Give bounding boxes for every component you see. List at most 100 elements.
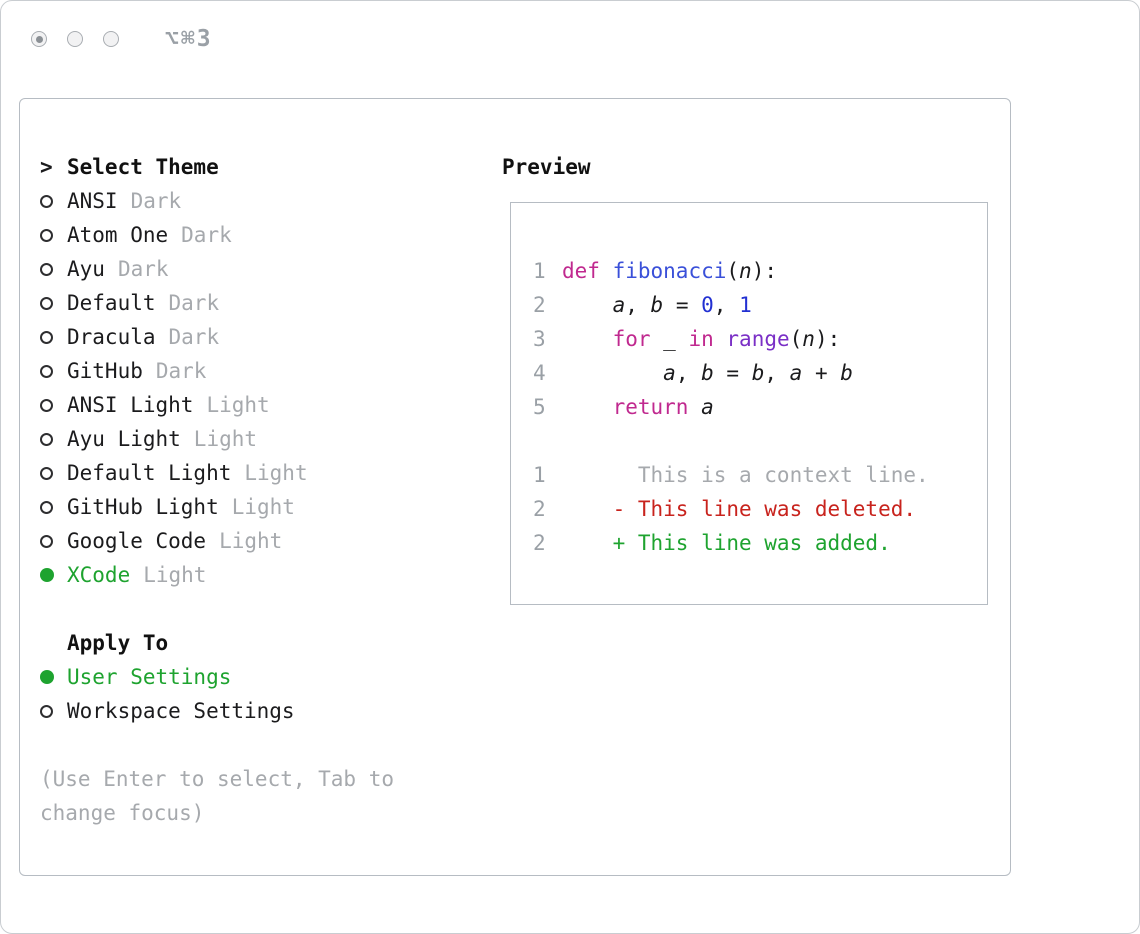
theme-option-label: Dracula [67,325,156,349]
theme-option-label: ANSI [67,189,118,213]
theme-option-label: Ayu Light [67,427,181,451]
preview-line: 4 a, b = b, a + b [533,356,987,390]
code-token: , [764,361,790,385]
code-token: def [562,259,600,283]
hint-text: (Use Enter to select, Tab to change focu… [40,767,395,825]
code-token: b [751,361,765,385]
radio-selected-icon [40,568,54,582]
theme-variant-tag: Light [219,529,283,553]
code-token: b [650,293,664,317]
code-token: b [840,361,853,385]
theme-option-google-code[interactable]: Google Code Light [40,524,440,558]
preview-line: 2 - This line was deleted. [533,492,987,526]
theme-option-label: Default [67,291,156,315]
radio-unselected-icon [40,398,53,412]
theme-variant-tag: Light [193,427,258,451]
theme-variant-tag: Light [244,461,308,485]
radio-unselected-icon [40,194,53,208]
radio-unselected-icon [40,364,53,378]
code-token: n [802,327,815,351]
theme-option-github[interactable]: GitHub Dark [40,354,440,388]
code-token: a [789,361,803,385]
select-theme-heading: Select Theme [67,155,219,179]
preview-line: 3 for _ in range(n): [533,322,987,356]
titlebar: ⌥⌘3 [31,23,213,55]
apply-to-heading: Apply To [67,631,169,655]
preview-line: 1 This is a context line. [533,458,987,492]
theme-option-label: Default Light [67,461,232,485]
select-theme-heading-row: > Select Theme [40,150,440,184]
theme-variant-tag: Dark [155,359,207,383]
line-number: 2 [533,293,546,317]
theme-option-label: Google Code [67,529,207,553]
code-token [562,327,613,351]
radio-unselected-icon [40,296,53,310]
theme-option-label: Atom One [67,223,169,247]
window-zoom-button[interactable] [103,31,119,47]
preview-heading: Preview [502,155,591,179]
theme-option-label: GitHub [67,359,143,383]
theme-variant-tag: Dark [181,223,232,247]
code-token: + [802,361,841,385]
code-token: n [739,259,752,283]
theme-option-label: GitHub Light [67,495,219,519]
code-token: a [612,293,626,317]
window-minimize-button[interactable] [67,31,83,47]
line-number: 2 [533,531,546,555]
apply-option-label: Workspace Settings [67,699,295,723]
line-number: 3 [533,327,546,351]
code-token: = [663,293,702,317]
radio-unselected-icon [40,534,53,548]
theme-option-github-light[interactable]: GitHub Light Light [40,490,440,524]
radio-unselected-icon [40,262,53,276]
theme-option-default[interactable]: Default Dark [40,286,440,320]
apply-option-user-settings[interactable]: User Settings [40,660,440,694]
theme-variant-tag: Light [143,563,207,587]
code-token: a [701,395,714,419]
theme-option-default-light[interactable]: Default Light Light [40,456,440,490]
line-number: 2 [533,497,546,521]
code-token: for [612,327,651,351]
radio-unselected-icon [40,330,53,344]
preview-line: 2 a, b = 0, 1 [533,288,987,322]
radio-selected-icon [40,670,54,684]
theme-option-atom-one[interactable]: Atom One Dark [40,218,440,252]
preview-line [533,424,987,458]
line-number: 4 [533,361,546,385]
apply-to-heading-row: Apply To [67,626,440,660]
code-token: 1 [739,293,752,317]
code-token: b [701,361,714,385]
theme-option-ayu-light[interactable]: Ayu Light Light [40,422,440,456]
code-token: _ [650,327,689,351]
radio-unselected-icon [40,432,53,446]
theme-variant-tag: Light [231,495,295,519]
theme-option-label: Ayu [67,257,105,281]
window-close-button[interactable] [31,31,47,47]
radio-unselected-icon [40,466,53,480]
code-token [714,327,727,351]
code-token: return [612,395,689,419]
code-token: ( [789,327,803,351]
code-token [600,259,613,283]
theme-variant-tag: Dark [168,291,220,315]
apply-option-workspace-settings[interactable]: Workspace Settings [40,694,440,728]
code-token: in [688,327,714,351]
code-token: range [726,327,790,351]
code-token: , [713,293,740,317]
code-token: , [625,293,651,317]
code-token: - This line was deleted. [562,497,917,521]
code-token: fibonacci [612,259,727,283]
code-token: + This line was added. [562,531,891,555]
code-token: a [663,361,676,385]
